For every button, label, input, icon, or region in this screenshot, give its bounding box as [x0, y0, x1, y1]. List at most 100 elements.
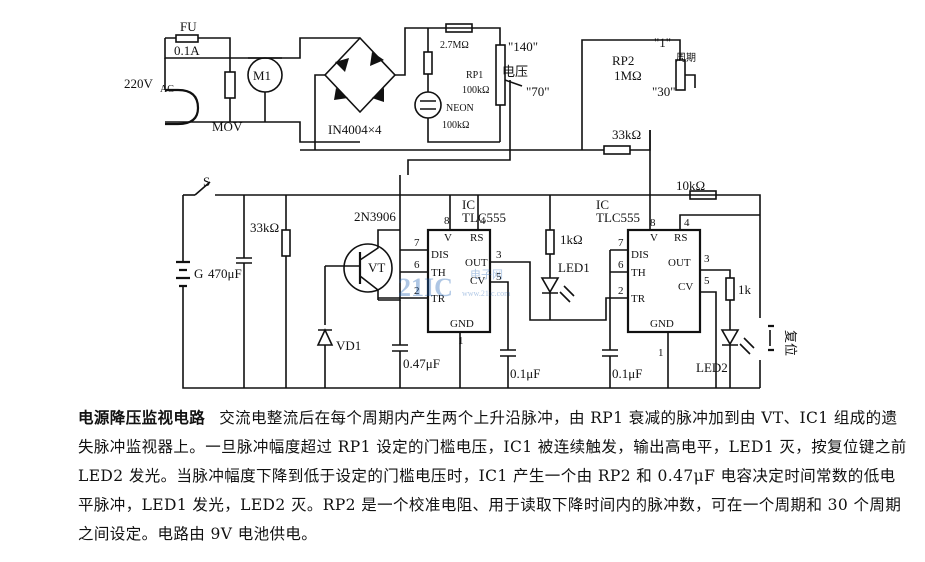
tick-1: "1": [654, 35, 671, 50]
ic1-pin-rs: RS: [470, 232, 483, 244]
ic1-pin-out: OUT: [465, 257, 488, 269]
watermark-logo: 21IC: [398, 273, 453, 302]
ic2-num-6: 6: [618, 259, 624, 271]
vd1-label: VD1: [336, 338, 361, 353]
ic1-body: [426, 228, 492, 334]
rp2-value: 1MΩ: [614, 68, 642, 83]
resistor-2-7m: [445, 23, 473, 33]
cap-470-label: 470μF: [208, 266, 242, 281]
ic2: IC TLC555 V RS DIS TH TR OUT CV GND 8 4 …: [596, 130, 760, 388]
ic1-pin-tr: TR: [431, 293, 446, 305]
diode-vd1: [316, 328, 334, 346]
battery: [176, 260, 190, 288]
ic1-num-7: 7: [414, 237, 420, 249]
r100k-label: 100kΩ: [442, 120, 469, 131]
switch-s: [194, 181, 211, 196]
caption: 电源降压监视电路交流电整流后在每个周期内产生两个上升沿脉冲，由 RP1 衰减的脉…: [78, 404, 908, 549]
motor-label: M1: [253, 68, 271, 83]
caption-title: 电源降压监视电路: [78, 409, 206, 427]
ic2-num-8: 8: [650, 217, 656, 229]
ic1-pin-cv: CV: [470, 275, 485, 287]
cap-01a-label: 0.1μF: [510, 366, 540, 381]
r1k-label: 1kΩ: [560, 232, 583, 247]
led1: [540, 277, 560, 294]
rp2-label: RP2: [612, 53, 634, 68]
circuit-schematic: FU 0.1A 220V AC MOV M1 IN4004×4: [124, 19, 798, 389]
ic1-num-6: 6: [414, 259, 420, 271]
led2: [720, 329, 740, 346]
mains-section: FU 0.1A 220V AC MOV M1 IN4004×4: [124, 19, 550, 175]
ic1-num-3: 3: [496, 249, 502, 261]
reset-button: [768, 324, 774, 352]
resistor-1k-b: [725, 277, 735, 301]
reset-section: 10kΩ 复位: [676, 178, 798, 388]
watermark-url: www.21ic.com: [462, 289, 511, 298]
transistor-vt: [343, 243, 393, 293]
watermark: 21IC 电子网 www.21ic.com: [398, 268, 511, 302]
led2-label: LED2: [696, 360, 728, 375]
ic2-name: TLC555: [596, 210, 640, 225]
mov: [224, 71, 236, 99]
r33k-left-label: 33kΩ: [250, 220, 279, 235]
ic2-num-2: 2: [618, 285, 624, 297]
ic2-num-5: 5: [704, 275, 710, 287]
voltage-label: 电压: [502, 64, 528, 79]
ic1-name: TLC555: [462, 210, 506, 225]
ic2-pin-v: V: [650, 232, 658, 244]
ic2-num-4: 4: [684, 217, 690, 229]
mains-plug: [165, 88, 200, 126]
transistor-type: 2N3906: [354, 209, 396, 224]
ic2-pin-cv: CV: [678, 281, 693, 293]
ic1: IC TLC555 V RS DIS TH TR OUT CV GND 8 4 …: [378, 195, 628, 388]
ic1-prefix: IC: [462, 197, 475, 212]
ic2-prefix: IC: [596, 197, 609, 212]
r27m-label: 2.7MΩ: [440, 40, 469, 51]
ic2-pin-dis: DIS: [631, 249, 649, 261]
r33k-top-label: 33kΩ: [612, 127, 641, 142]
battery-section: S G 470μF 33kΩ: [176, 174, 761, 389]
ic2-num-1: 1: [658, 347, 664, 359]
reset-label: 复位: [783, 330, 798, 356]
transistor-section: 2N3906 VT VD1 0.47μF: [316, 175, 440, 388]
ic2-body: [626, 228, 702, 334]
rp1-value: 100kΩ: [462, 85, 489, 96]
ic2-pin-th: TH: [631, 267, 646, 279]
ic1-pin-th: TH: [431, 267, 446, 279]
led1-label: LED1: [558, 260, 590, 275]
diode-label: IN4004×4: [328, 122, 382, 137]
led1-section: 1kΩ LED1: [540, 195, 590, 320]
resistor-series: [423, 51, 433, 75]
caption-body: 交流电整流后在每个周期内产生两个上升沿脉冲，由 RP1 衰减的脉冲加到由 VT、…: [78, 409, 907, 543]
ic2-pin-gnd: GND: [650, 318, 674, 330]
neon-label: NEON: [446, 103, 474, 114]
neon-lamp: [414, 91, 442, 119]
transistor-label: VT: [368, 260, 385, 275]
ic2-num-7: 7: [618, 237, 624, 249]
ic2-num-3: 3: [704, 253, 710, 265]
ic2-pin-out: OUT: [668, 257, 691, 269]
fuse-label: FU: [180, 19, 197, 34]
rp2: [675, 59, 686, 91]
mov-label: MOV: [212, 119, 243, 134]
tick-70: "70": [526, 84, 550, 99]
mains-label: 220V: [124, 76, 154, 91]
rp1-label: RP1: [466, 70, 483, 81]
ic1-pin-dis: DIS: [431, 249, 449, 261]
ic1-num-5: 5: [496, 271, 502, 283]
resistor-10k: [689, 190, 717, 200]
ic2-pin-rs: RS: [674, 232, 687, 244]
resistor-33k-top: [603, 145, 631, 155]
mains-sub: AC: [160, 84, 174, 95]
cap-01b-label: 0.1μF: [612, 366, 642, 381]
fuse: [175, 34, 199, 43]
ic1-num-2: 2: [414, 285, 420, 297]
ic1-num-4: 4: [480, 215, 486, 227]
rp2-section: RP2 1MΩ "1" 周期 "30" 33kΩ: [300, 35, 696, 155]
r1k-b-label: 1k: [738, 282, 752, 297]
ic2-pin-tr: TR: [631, 293, 646, 305]
resistor-1k: [545, 229, 555, 255]
r10k-label: 10kΩ: [676, 178, 705, 193]
watermark-cn: 电子网: [470, 268, 503, 281]
period-label: 周期: [676, 52, 696, 64]
fuse-rating: 0.1A: [174, 43, 200, 58]
